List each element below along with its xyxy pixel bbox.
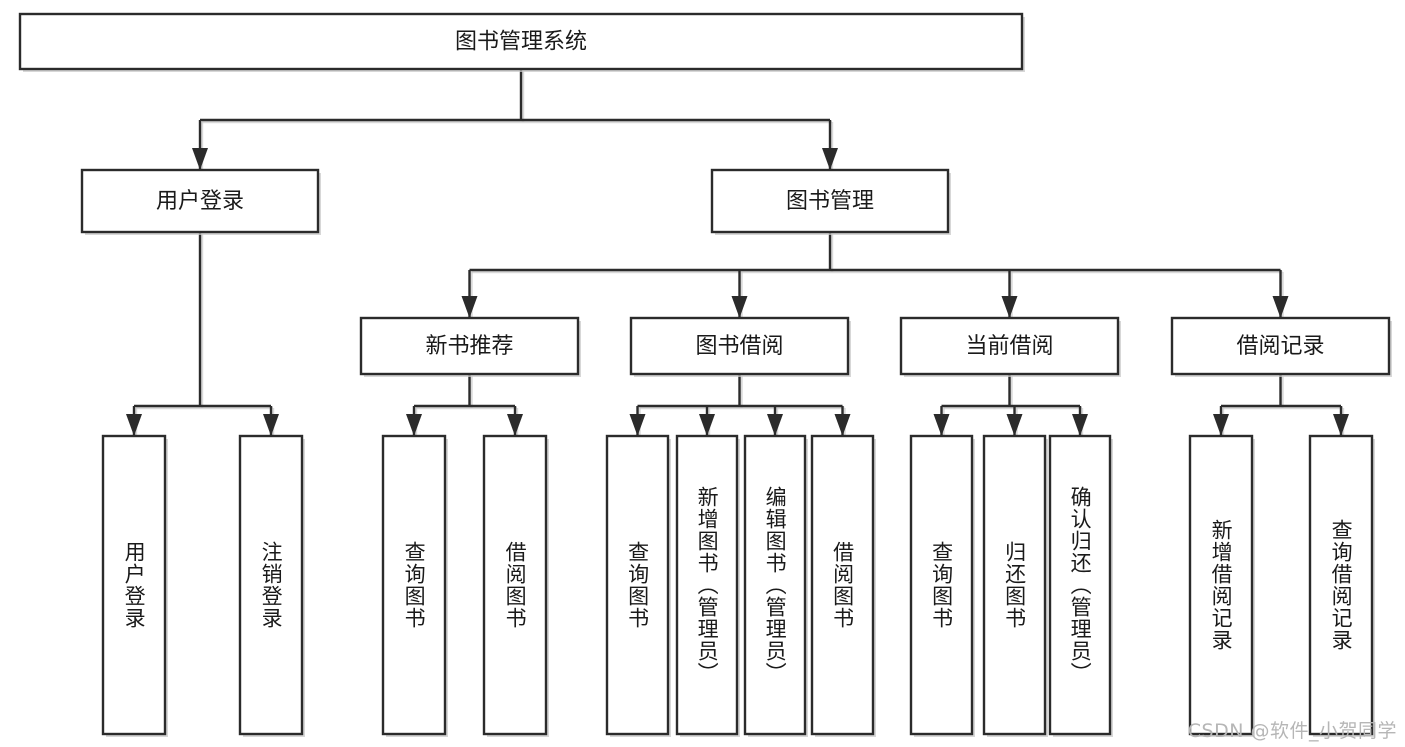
leaf-node-5[interactable] [675, 434, 740, 737]
level3-node-rect[interactable] [1170, 316, 1391, 376]
leaf-node-3[interactable] [482, 434, 549, 737]
leaf-node-rect[interactable] [982, 434, 1047, 736]
arrow-head-icon [507, 414, 523, 436]
arrow-head-icon [406, 414, 422, 436]
arrow-head-icon [1001, 296, 1018, 318]
level2-node-0[interactable] [80, 168, 321, 235]
level3-node-rect[interactable] [899, 316, 1120, 376]
leaf-node-12[interactable] [1308, 434, 1375, 737]
arrow-head-icon [1333, 414, 1349, 436]
leaf-node-rect[interactable] [101, 434, 167, 736]
csdn-watermark: CSDN @软件_小贺同学 [1187, 720, 1397, 742]
leaf-node-1[interactable] [238, 434, 305, 737]
level2-node-label: 图书管理 [786, 189, 874, 214]
arrow-head-icon [629, 414, 646, 436]
root-node-label: 图书管理系统 [455, 30, 587, 55]
leaf-node-rect[interactable] [1048, 434, 1112, 736]
level2-node-rect[interactable] [80, 168, 320, 234]
leaf-node-0[interactable] [101, 434, 168, 737]
level3-node-rect[interactable] [629, 316, 850, 376]
arrow-head-icon [1006, 414, 1023, 436]
arrow-head-icon [192, 148, 208, 170]
arrow-head-icon [1072, 414, 1088, 436]
leaf-node-rect[interactable] [675, 434, 739, 736]
root-node-rect[interactable] [18, 12, 1024, 71]
leaf-node-rect[interactable] [482, 434, 548, 736]
arrow-head-icon [1272, 296, 1289, 318]
leaf-node-9[interactable] [982, 434, 1048, 737]
arrow-head-icon [699, 414, 715, 436]
level3-node-rect[interactable] [359, 316, 580, 376]
arrow-head-icon [834, 414, 851, 436]
arrow-head-icon [263, 414, 279, 436]
leaf-node-11[interactable] [1188, 434, 1255, 737]
leaf-node-rect[interactable] [810, 434, 875, 736]
arrow-head-icon [731, 296, 748, 318]
leaf-node-rect[interactable] [743, 434, 807, 736]
level3-node-2[interactable] [899, 316, 1121, 377]
arrow-head-icon [126, 414, 142, 436]
arrow-head-icon [933, 414, 950, 436]
leaf-node-rect[interactable] [1188, 434, 1254, 736]
arrow-head-icon [767, 414, 783, 436]
leaf-node-4[interactable] [605, 434, 671, 737]
arrow-head-icon [461, 296, 478, 318]
level3-node-3[interactable] [1170, 316, 1392, 377]
leaf-node-10[interactable] [1048, 434, 1113, 737]
connector-layer [126, 69, 1349, 437]
level2-node-label: 用户登录 [156, 189, 244, 214]
level3-node-label: 当前借阅 [965, 334, 1053, 359]
leaf-node-7[interactable] [810, 434, 876, 737]
leaf-node-rect[interactable] [1308, 434, 1374, 736]
node-layer [18, 12, 1392, 737]
leaf-node-rect[interactable] [381, 434, 447, 736]
root-node[interactable] [18, 12, 1025, 72]
leaf-node-rect[interactable] [605, 434, 670, 736]
leaf-node-6[interactable] [743, 434, 808, 737]
arrow-head-icon [822, 148, 838, 170]
level2-node-1[interactable] [710, 168, 951, 235]
level2-node-rect[interactable] [710, 168, 950, 234]
leaf-node-8[interactable] [909, 434, 975, 737]
level3-node-label: 图书借阅 [695, 334, 783, 359]
level3-node-label: 新书推荐 [425, 334, 513, 359]
leaf-node-rect[interactable] [238, 434, 304, 736]
leaf-node-rect[interactable] [909, 434, 974, 736]
arrow-head-icon [1213, 414, 1229, 436]
level3-node-1[interactable] [629, 316, 851, 377]
leaf-node-2[interactable] [381, 434, 448, 737]
level3-node-0[interactable] [359, 316, 581, 377]
level3-node-label: 借阅记录 [1236, 334, 1324, 359]
